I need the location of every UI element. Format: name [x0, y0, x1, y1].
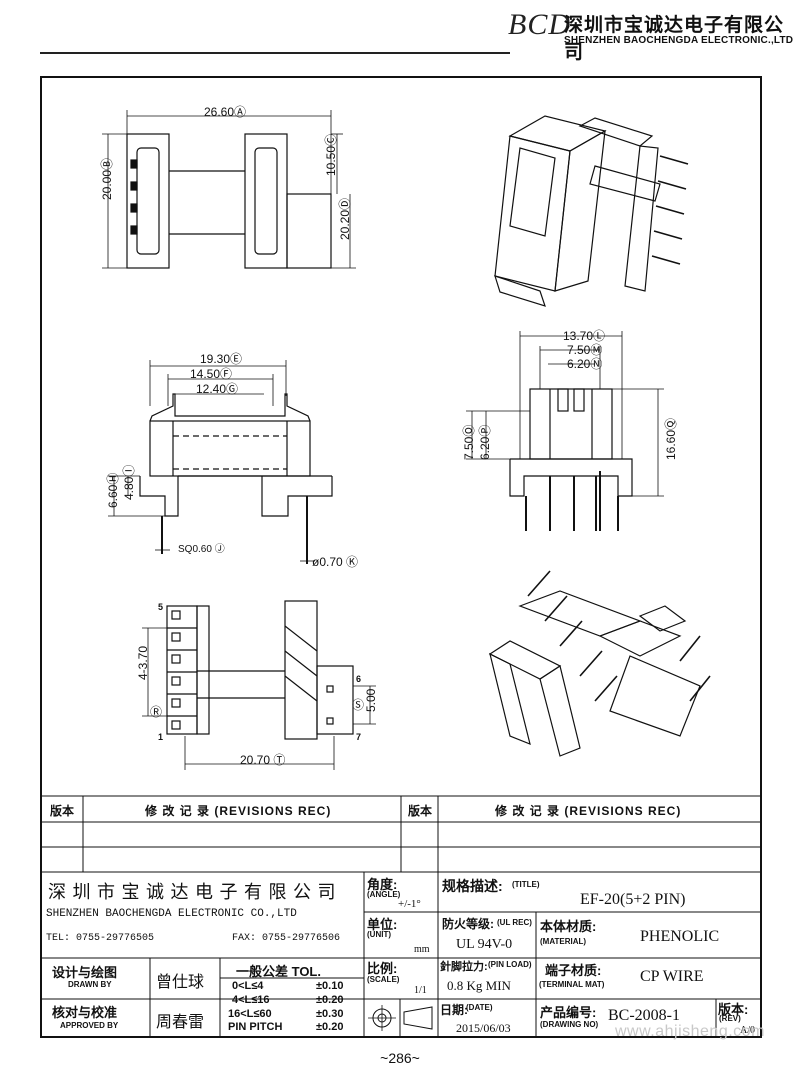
drawing-frame — [40, 76, 762, 1038]
dim-12-40: 12.40Ⓖ — [196, 382, 239, 396]
tb-fax: FAX: 0755-29776506 — [232, 933, 341, 944]
tb-ul-value: UL 94V-0 — [456, 937, 513, 952]
pin-5-label: 5 — [158, 602, 164, 612]
tb-drawing-label: 产品编号: — [540, 1005, 597, 1020]
dim-6-20-side: 6.20Ⓟ — [478, 424, 492, 460]
tb-title-label: 规格描述: — [442, 878, 503, 894]
tb-terminal-label: 端子材质: — [545, 963, 602, 978]
bottom-view — [142, 600, 376, 770]
dim-5-00: 5.00 — [364, 688, 378, 712]
dim-14-50: 14.50Ⓕ — [190, 367, 233, 381]
pin-7-label: 7 — [356, 732, 362, 742]
tb-tol-range-1: 4<L≤16 — [232, 994, 270, 1006]
tb-tol-range-0: 0<L≤4 — [232, 980, 264, 992]
tb-tol-range-2: 16<L≤60 — [228, 1008, 272, 1020]
bcd-logo: BCD — [508, 8, 571, 41]
dim-sq0-60: SQ0.60 Ⓙ — [178, 544, 225, 555]
tb-tel: TEL: 0755-29776505 — [46, 933, 155, 944]
page-header: BCD 深圳市宝诚达电子有限公司 SHENZHEN BAOCHENGDA ELE… — [0, 0, 800, 63]
tb-title-value: EF-20(5+2 PIN) — [580, 891, 686, 908]
tb-drawn-en: DRAWN BY — [68, 980, 112, 989]
dim-7-50-side: 7.50Ⓞ — [462, 424, 476, 460]
watermark: www.ahjisheng.com — [615, 1023, 765, 1040]
tb-tol-val-0: ±0.10 — [316, 980, 344, 992]
tb-terminal-value: CP WIRE — [640, 968, 704, 985]
tb-drawn-value: 曾仕球 — [156, 974, 205, 991]
tb-approved-en: APPROVED BY — [60, 1021, 119, 1030]
tb-pinload-label: 針脚拉力: — [440, 961, 488, 973]
tb-date-value: 2015/06/03 — [456, 1021, 511, 1035]
dim-20-20: 20.20Ⓓ — [338, 197, 352, 240]
tb-unit-label: 单位: — [367, 917, 398, 932]
tb-title-en: (TITLE) — [512, 880, 540, 889]
dim-4-3-70: 4-3.70 — [136, 645, 150, 680]
dim-phi0-70: ø0.70 Ⓚ — [312, 555, 359, 569]
tb-date-label: 日期: — [440, 1003, 468, 1017]
pin-1-label: 1 — [158, 732, 164, 742]
tb-unit-en: (UNIT) — [367, 930, 391, 939]
tb-drawing-en: (DRAWING NO) — [540, 1020, 599, 1029]
tb-material-label: 本体材质: — [540, 919, 597, 934]
tb-scale-value: 1/1 — [414, 985, 427, 996]
dim-26-60: 26.60Ⓐ — [204, 105, 247, 119]
tb-company-cn: 深 圳 市 宝 诚 达 电 子 有 限 公 司 — [48, 882, 337, 902]
tb-drawing-value: BC-2008-1 — [608, 1007, 680, 1024]
dim-16-60: 16.60Ⓠ — [664, 417, 678, 460]
rev-col-version-2: 版本 — [408, 804, 433, 818]
tb-rev-en: (REV) — [719, 1014, 741, 1023]
dim-4-80: 4.80Ⓘ — [122, 464, 136, 500]
tb-pinload-en: (PIN LOAD) — [488, 960, 532, 969]
dim-s-label: Ⓢ — [352, 698, 365, 712]
tb-scale-en: (SCALE) — [367, 975, 400, 984]
isometric-view-top — [494, 115, 689, 307]
tb-angle-label: 角度: — [367, 877, 398, 892]
tb-tol-val-1: ±0.20 — [316, 994, 344, 1006]
tb-angle-en: (ANGLE) — [367, 890, 401, 899]
dim-6-60: 6.60Ⓗ — [106, 472, 120, 508]
tb-date-en: (DATE) — [466, 1003, 493, 1012]
tb-angle-value: +/-1° — [398, 898, 421, 910]
tb-tol-val-3: ±0.20 — [316, 1021, 344, 1033]
front-view — [108, 360, 333, 564]
tb-approved-value: 周春雷 — [156, 1014, 205, 1031]
table-grid — [40, 795, 762, 1038]
tb-approved-label: 核对与校准 — [52, 1005, 118, 1020]
technical-drawing — [40, 110, 762, 1038]
dim-20-00: 20.00Ⓑ — [100, 157, 114, 200]
tb-terminal-en: (TERMINAL MAT) — [539, 980, 605, 989]
side-view — [466, 331, 664, 531]
tb-rev-label: 版本: — [718, 1002, 749, 1017]
dim-20-70: 20.70 Ⓣ — [240, 753, 286, 767]
header-rule — [40, 52, 510, 54]
dim-r-label: Ⓡ — [150, 705, 163, 719]
tb-ul-label: 防火等级: — [442, 917, 494, 931]
company-name-en: SHENZHEN BAOCHENGDA ELECTRONIC.,LTD — [564, 35, 794, 46]
tb-ul-en: (UL REC) — [497, 918, 532, 927]
tb-drawn-label: 设计与绘图 — [52, 965, 118, 980]
tb-unit-value: mm — [414, 944, 430, 955]
dim-6-20-top: 6.20Ⓝ — [567, 357, 603, 371]
tb-tol-label: 一般公差 TOL. — [236, 964, 321, 979]
dim-13-70: 13.70Ⓛ — [563, 329, 606, 343]
rev-col-records-1: 修 改 记 录 (REVISIONS REC) — [145, 804, 332, 818]
tb-tol-val-2: ±0.30 — [316, 1008, 344, 1020]
page-number: ~286~ — [380, 1050, 420, 1066]
pin-6-label: 6 — [356, 674, 362, 684]
company-name-cn: 深圳市宝诚达电子有限公司 — [564, 15, 785, 63]
tb-scale-label: 比例: — [367, 961, 398, 976]
dim-7-50-top: 7.50Ⓜ — [567, 343, 603, 357]
rev-col-version-1: 版本 — [50, 804, 75, 818]
tb-company-en: SHENZHEN BAOCHENGDA ELECTRONIC CO.,LTD — [46, 908, 297, 920]
dim-10-50: 10.50Ⓒ — [324, 133, 338, 176]
rev-col-records-2: 修 改 记 录 (REVISIONS REC) — [495, 804, 682, 818]
dim-19-30: 19.30Ⓔ — [200, 352, 243, 366]
tb-tol-range-3: PIN PITCH — [228, 1021, 283, 1033]
tb-pinload-value: 0.8 Kg MIN — [447, 978, 511, 993]
tb-rev-value: A/0 — [740, 1025, 755, 1036]
isometric-view-bottom — [488, 570, 711, 757]
tb-material-en: (MATERIAL) — [540, 937, 587, 946]
top-view — [102, 110, 356, 269]
tb-material-value: PHENOLIC — [640, 928, 720, 945]
